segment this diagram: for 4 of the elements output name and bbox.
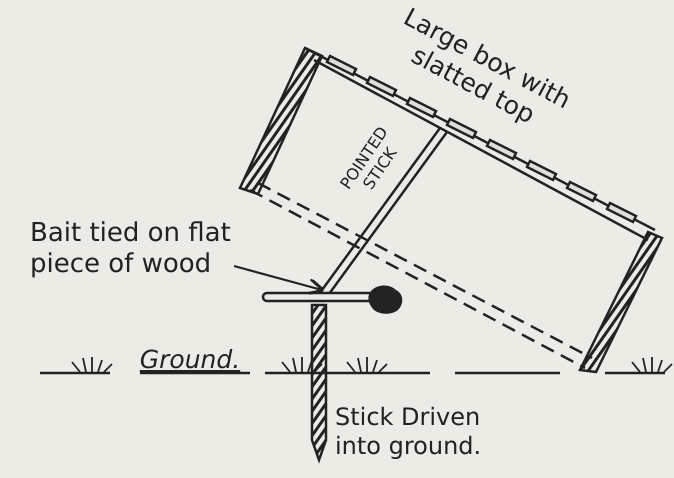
arrow xyxy=(234,264,326,296)
ground-label: Ground. xyxy=(138,345,242,375)
stake-label: Stick Driven into ground. xyxy=(335,403,482,461)
callout-text: Bait tied on flat piece of wood xyxy=(30,218,232,280)
